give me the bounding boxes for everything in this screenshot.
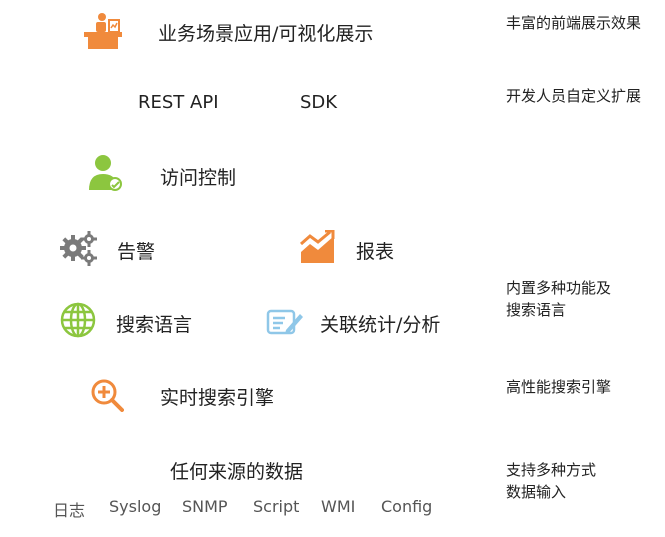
note-api: 开发人员自定义扩展 xyxy=(506,87,642,105)
search-language-label: 搜索语言 xyxy=(116,314,193,336)
alert-label: 告警 xyxy=(117,241,156,263)
report-label: 报表 xyxy=(356,241,395,263)
zoom-in-icon xyxy=(90,378,124,412)
data-sources-title: 任何来源的数据 xyxy=(170,461,304,483)
gears-icon xyxy=(60,230,98,266)
access-control-label: 访问控制 xyxy=(160,167,237,189)
rest-api-label: REST API xyxy=(138,92,219,113)
display-layer-label: 业务场景应用/可视化展示 xyxy=(158,23,374,45)
realtime-engine-label: 实时搜索引擎 xyxy=(160,387,275,409)
note-display: 丰富的前端展示效果 xyxy=(506,14,642,32)
source-item-syslog: Syslog xyxy=(109,497,162,516)
presenter-desk-icon xyxy=(82,12,126,50)
edit-document-icon xyxy=(266,308,304,336)
correlation-label: 关联统计/分析 xyxy=(320,314,441,336)
note-engine: 高性能搜索引擎 xyxy=(506,378,612,396)
user-access-icon xyxy=(86,154,126,192)
sdk-label: SDK xyxy=(300,92,338,113)
note-functions-line1: 内置多种功能及 xyxy=(506,279,612,297)
source-item-log: 日志 xyxy=(53,501,86,520)
globe-icon xyxy=(60,302,96,338)
note-input-line1: 支持多种方式 xyxy=(506,461,597,479)
source-item-script: Script xyxy=(253,497,300,516)
note-functions-line2: 搜索语言 xyxy=(506,301,567,319)
trend-chart-icon xyxy=(300,229,336,264)
note-input-line2: 数据输入 xyxy=(506,483,567,501)
source-item-snmp: SNMP xyxy=(182,497,228,516)
source-item-wmi: WMI xyxy=(321,497,356,516)
source-item-config: Config xyxy=(381,497,433,516)
